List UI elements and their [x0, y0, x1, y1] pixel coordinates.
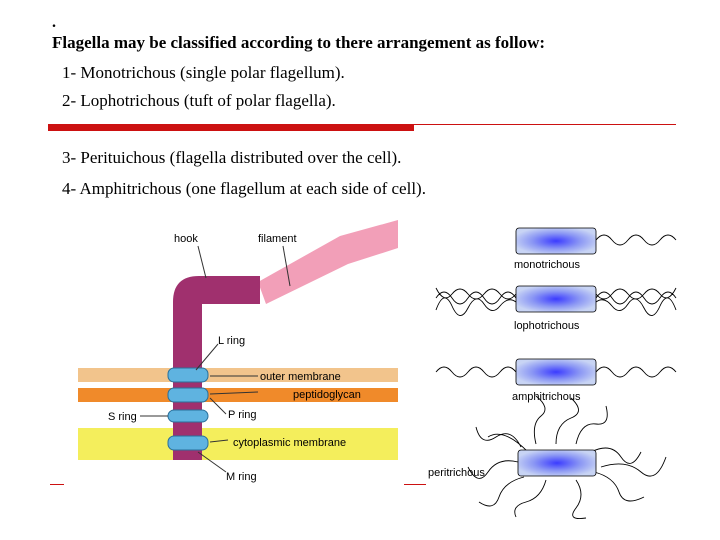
- label-peptidoglycan: peptidoglycan: [293, 389, 361, 401]
- lopho-flagella-left: [435, 287, 517, 316]
- p-ring: [167, 387, 209, 403]
- label-p-ring: P ring: [228, 409, 257, 421]
- list-item-monotrichous: 1- Monotrichous (single polar flagellum)…: [62, 63, 345, 82]
- label-amphitrichous: amphitrichous: [512, 391, 581, 403]
- bullet-dot: .: [52, 14, 56, 31]
- cell-monotrichous: [515, 227, 597, 255]
- cell-amphitrichous: [515, 358, 597, 386]
- s-ring: [167, 409, 209, 423]
- amphi-flagellum-right: [595, 366, 677, 378]
- label-monotrichous: monotrichous: [514, 259, 581, 271]
- bottom-mark-left: [50, 484, 64, 485]
- label-l-ring: L ring: [218, 335, 245, 347]
- peptidoglycan-band: [78, 388, 398, 402]
- label-s-ring: S ring: [108, 411, 137, 423]
- cell-lophotrichous: [515, 285, 597, 313]
- cytoplasmic-membrane-band: [78, 428, 398, 460]
- label-m-ring: M ring: [226, 471, 257, 483]
- slide-heading: Flagella may be classified according to …: [52, 33, 546, 52]
- list-item-lophotrichous: 2- Lophotrichous (tuft of polar flagella…: [62, 91, 336, 110]
- label-outer-membrane: outer membrane: [260, 371, 341, 383]
- peri-flagella: [467, 395, 667, 519]
- label-filament: filament: [258, 233, 297, 245]
- label-lophotrichous: lophotrichous: [514, 320, 580, 332]
- outer-membrane-band: [78, 368, 398, 382]
- bottom-mark-right: [404, 484, 426, 485]
- lopho-flagella-right: [595, 287, 677, 316]
- m-ring: [167, 435, 209, 451]
- label-peritrichous: peritrichous: [428, 467, 485, 479]
- list-item-peritrichous: 3- Perituichous (flagella distributed ov…: [62, 148, 402, 167]
- filament-shape: [258, 220, 398, 304]
- amphi-flagellum-left: [435, 366, 517, 378]
- label-cytoplasmic-membrane: cytoplasmic membrane: [233, 437, 346, 449]
- flagella-arrangement-diagram: monotrichous lophotrichous amphitrichous…: [428, 227, 677, 519]
- cell-peritrichous: [517, 449, 597, 477]
- list-item-amphitrichous: 4- Amphitrichous (one flagellum at each …: [62, 179, 426, 198]
- mono-flagellum: [595, 234, 677, 246]
- divider-red-bar: [48, 124, 414, 131]
- divider-thin-line: [414, 124, 676, 125]
- flagellum-structure-diagram: hook filament L ring outer membrane pept…: [78, 220, 398, 483]
- l-ring: [167, 367, 209, 383]
- label-hook: hook: [174, 233, 198, 245]
